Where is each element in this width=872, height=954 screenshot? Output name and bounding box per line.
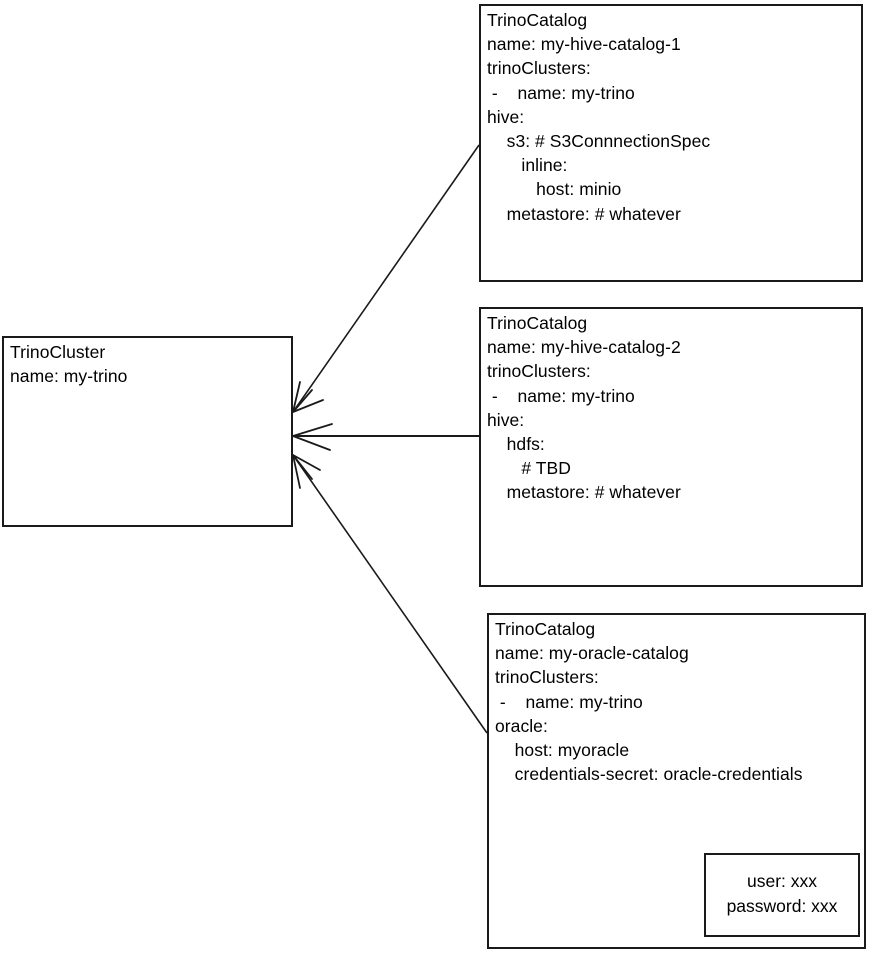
node-oracle-credentials-secret[interactable]: user: xxx password: xxx bbox=[704, 853, 860, 937]
edge-hive-catalog-1-to-cluster bbox=[292, 144, 480, 413]
node-catalog-my-hive-catalog-1-text: TrinoCatalog name: my-hive-catalog-1 tri… bbox=[487, 10, 711, 224]
node-catalog-my-hive-catalog-1[interactable]: TrinoCatalog name: my-hive-catalog-1 tri… bbox=[479, 4, 863, 282]
node-catalog-my-hive-catalog-2-text: TrinoCatalog name: my-hive-catalog-2 tri… bbox=[487, 313, 681, 503]
edge-oracle-catalog-to-cluster bbox=[292, 454, 488, 734]
node-catalog-my-hive-catalog-2[interactable]: TrinoCatalog name: my-hive-catalog-2 tri… bbox=[479, 307, 863, 587]
node-trino-cluster[interactable]: TrinoCluster name: my-trino bbox=[2, 336, 293, 527]
node-catalog-my-oracle-catalog[interactable]: TrinoCatalog name: my-oracle-catalog tri… bbox=[487, 613, 866, 949]
node-trino-cluster-text: TrinoCluster name: my-trino bbox=[10, 342, 128, 387]
edge-hive-catalog-2-to-cluster bbox=[292, 423, 479, 451]
node-catalog-my-oracle-catalog-text: TrinoCatalog name: my-oracle-catalog tri… bbox=[495, 619, 803, 785]
node-oracle-credentials-secret-text: user: xxx password: xxx bbox=[726, 871, 838, 916]
